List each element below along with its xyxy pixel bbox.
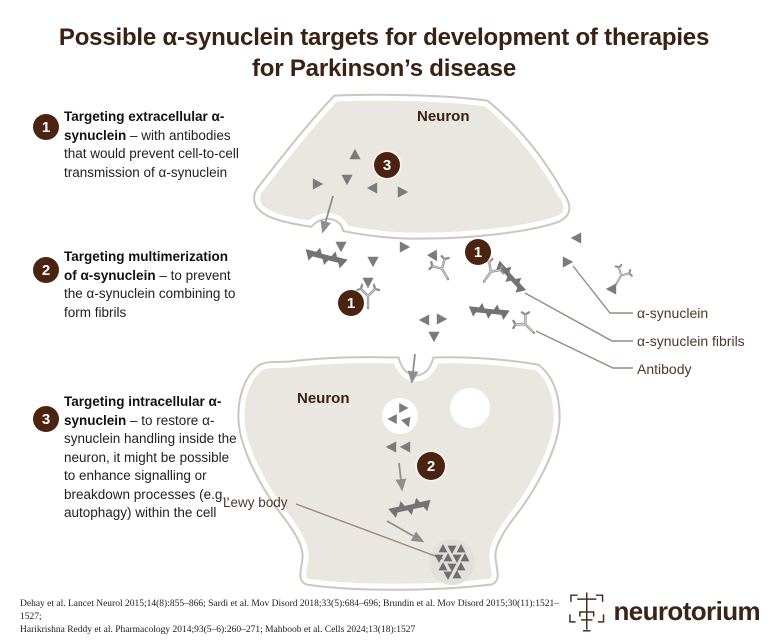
alpha-synuclein-triangle-icon: [436, 313, 448, 325]
legend-text-1: Targeting extracellular α-synuclein – wi…: [64, 108, 244, 182]
page-title-line2: for Parkinson’s disease: [252, 55, 516, 82]
neurotorium-logo-text: neurotorium: [613, 595, 760, 626]
legend-badge-1: 1: [33, 114, 59, 140]
antibodies-group: [355, 252, 635, 342]
alpha-synuclein-triangle-icon: [428, 331, 440, 343]
citations: Dehay et al. Lancet Neurol 2015;14(8):85…: [20, 598, 568, 637]
legend-text-2-rest: – to prevent the α-synuclein combining t…: [64, 267, 236, 320]
legend-text-3-rest: – to restore α-synuclein handling inside…: [64, 412, 237, 521]
leader-line-fibrils: [524, 292, 633, 342]
citation-line-2: Harikrishna Reddy et al. Pharmacology 20…: [20, 625, 416, 635]
alpha-synuclein-triangle-icon: [335, 241, 347, 253]
antibody-icon: [425, 252, 459, 286]
legend-badge-2: 2: [33, 257, 59, 283]
alpha-synuclein-triangle-icon: [399, 241, 411, 253]
neurotorium-logo-icon: [569, 592, 605, 632]
diagram-badge-3: 3: [374, 152, 400, 178]
legend-badge-3: 3: [33, 406, 59, 432]
arrow-release-from-neuron: [320, 195, 334, 234]
arrow-uptake-into-neuron: [407, 353, 419, 384]
neuron-bottom-shape: [237, 356, 561, 591]
leader-line-alpha-synuclein: [572, 265, 633, 314]
citation-line-1: Dehay et al. Lancet Neurol 2015;14(8):85…: [20, 599, 559, 622]
diagram-badge-2: 2: [417, 452, 445, 480]
nucleus-circle: [450, 388, 490, 428]
page-title-line1: Possible α-synuclein targets for develop…: [58, 24, 710, 51]
alpha-synuclein-triangle-icon: [427, 249, 442, 265]
antibody-icon: [508, 307, 543, 342]
fibril-chain-icon: [468, 302, 510, 321]
alpha-synuclein-triangle-icon: [367, 256, 379, 268]
neurotorium-logo: neurotorium: [564, 586, 761, 636]
antibody-icon: [606, 261, 635, 291]
legend-text-1-rest: – with antibodies that would prevent cel…: [64, 127, 239, 180]
legend-text-2: Targeting multimerization of α-synuclein…: [64, 248, 244, 322]
diagram-badge-1-left: 1: [338, 290, 364, 316]
arrow-to-lewy-body: [386, 520, 425, 543]
arrow-multimerization: [395, 462, 407, 492]
page-title: Possible α-synuclein targets for develop…: [0, 22, 768, 84]
alpha-synuclein-triangle-icon: [562, 256, 574, 268]
alpha-synuclein-triangle-icon: [570, 232, 582, 244]
fibril-chain-icon: [492, 257, 529, 296]
diagram-badge-1-right: 1: [465, 239, 491, 265]
legend-text-3-bold: Targeting intracellular α-synuclein: [64, 394, 222, 428]
legend-text-1-bold: Targeting extracellular α-synuclein: [64, 109, 225, 143]
legend-text-2-bold: Targeting multimerization of α-synuclein: [64, 249, 229, 283]
leader-line-lewy-body: [295, 503, 444, 560]
legend-text-3: Targeting intracellular α-synuclein – to…: [64, 393, 244, 523]
alpha-synuclein-triangle-icon: [362, 277, 374, 289]
leader-line-antibody: [535, 330, 633, 369]
alpha-synuclein-triangle-icon: [605, 283, 617, 295]
neuron-top-shape: [253, 93, 571, 240]
alpha-synuclein-triangle-icon: [418, 314, 430, 326]
